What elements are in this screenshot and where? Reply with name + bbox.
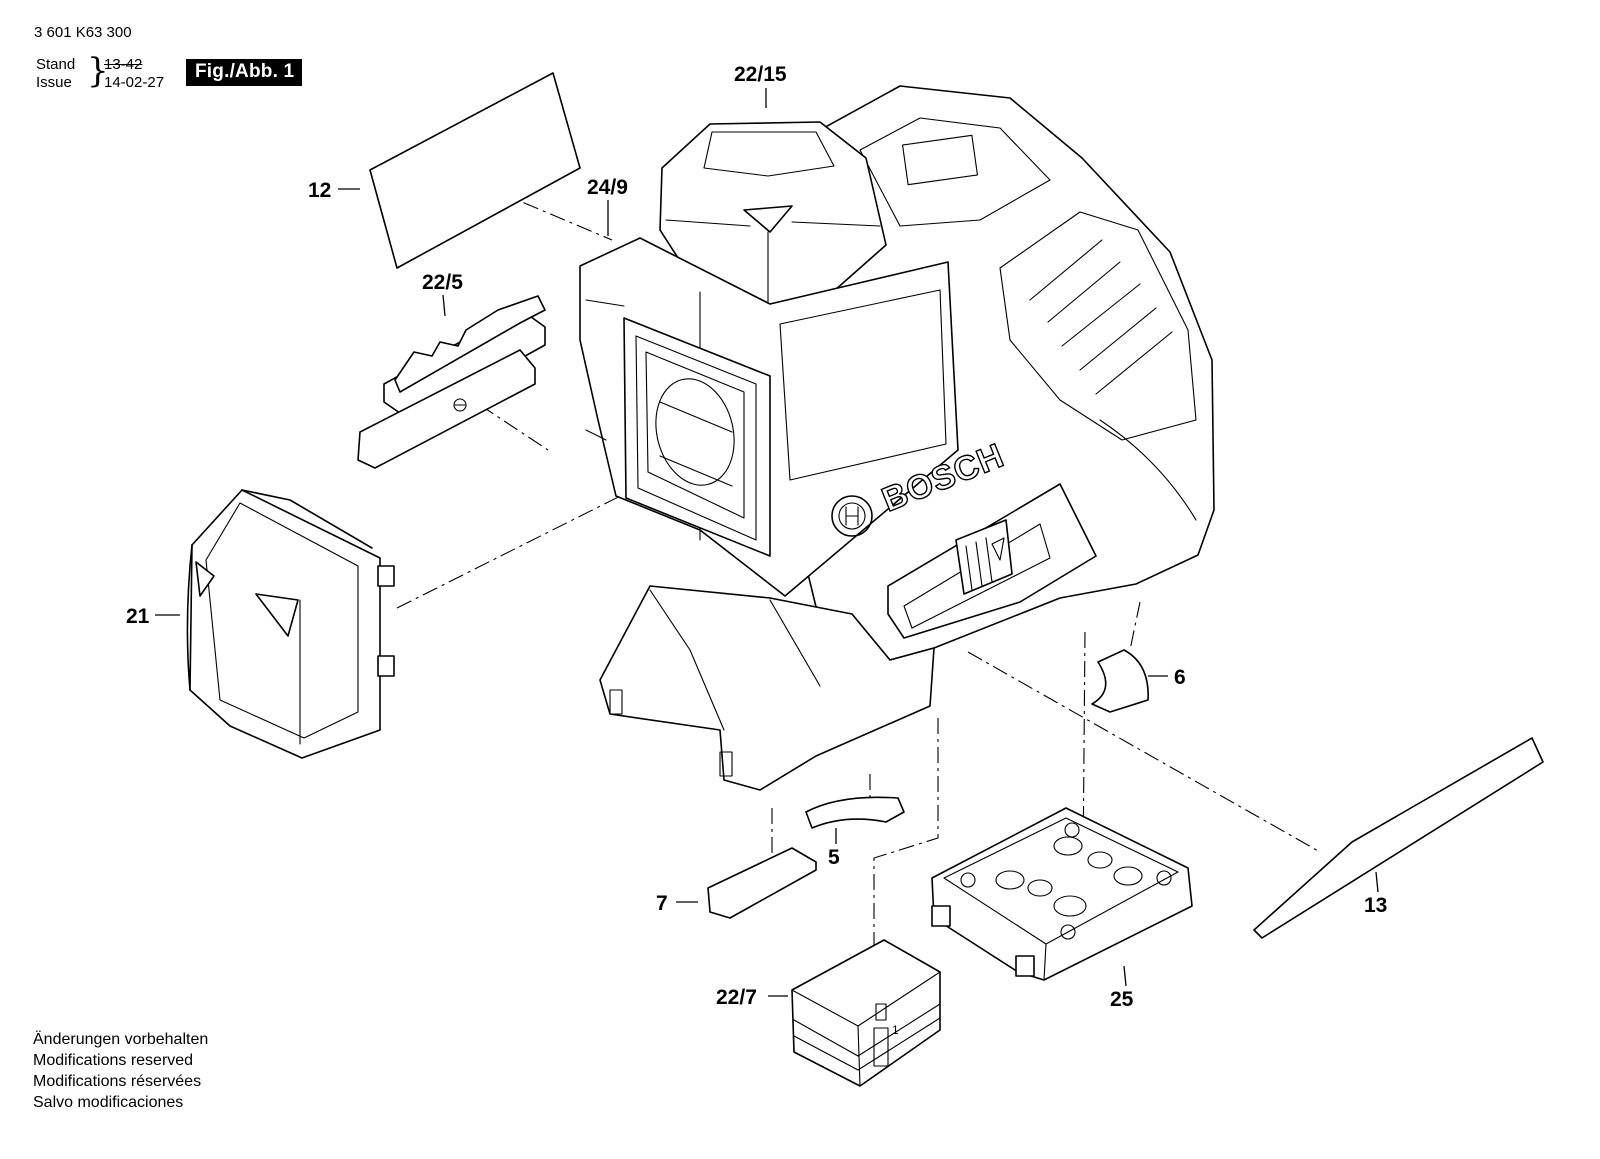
stand-issue-values: 13-42 14-02-27 — [104, 56, 194, 92]
callout-5: 5 — [828, 846, 840, 869]
stand-value: 13-42 — [104, 56, 143, 73]
callout-22-15: 22/15 — [734, 63, 787, 86]
part-5-curved-pad — [805, 796, 905, 829]
stand-label: Stand — [36, 56, 76, 73]
callout-leaders — [155, 88, 1379, 997]
part-6-curved-pad — [1091, 649, 1149, 713]
axis-25 — [1082, 631, 1086, 871]
part-21-lens-cover — [186, 489, 395, 759]
brace-glyph: } — [87, 51, 109, 91]
footer-notes: Änderungen vorbehalten Modifications res… — [33, 1029, 208, 1113]
axis-13 — [967, 651, 1321, 853]
callout-22-7: 22/7 — [716, 986, 757, 1009]
callout-12: 12 — [308, 179, 331, 202]
footer-note: Salvo modificaciones — [33, 1094, 184, 1111]
main-housing: BOSCH — [579, 85, 1215, 791]
part-12-label-plate — [369, 72, 581, 269]
figure-badge: Fig./Abb. 1 — [186, 59, 303, 86]
footer-note: Modifications reserved — [33, 1052, 194, 1069]
callout-7: 7 — [656, 892, 668, 915]
document-number: 3 601 K63 300 — [34, 24, 132, 41]
callout-labels: 22/15 24/9 12 22/5 21 6 13 5 7 22/7 25 — [126, 63, 1387, 1011]
brand-emblem-icon — [831, 495, 873, 537]
axis-22-5 — [479, 404, 549, 451]
callout-21: 21 — [126, 605, 150, 628]
callout-22-5: 22/5 — [422, 271, 463, 294]
part-13-wedge-strip — [1253, 737, 1544, 939]
callout-25: 25 — [1110, 988, 1134, 1011]
callout-24-9: 24/9 — [587, 176, 628, 199]
stand-issue-labels: Stand Issue — [36, 56, 88, 92]
callout-6: 6 — [1174, 666, 1186, 689]
issue-label: Issue — [36, 74, 72, 91]
part-22-7-battery-box — [791, 939, 941, 1087]
part-7-flat-pad — [707, 847, 817, 919]
part-25-base-plate — [931, 807, 1193, 981]
axis-6 — [1129, 601, 1141, 651]
axis-22-7 — [873, 718, 939, 968]
battery-mark-1: 1 — [892, 1023, 899, 1037]
callout-13: 13 — [1364, 894, 1387, 917]
part-22-5-clip — [357, 295, 546, 469]
axis-12 — [469, 179, 613, 241]
issue-value: 14-02-27 — [104, 74, 165, 91]
footer-note: Änderungen vorbehalten — [33, 1031, 209, 1048]
footer-note: Modifications réservées — [33, 1073, 202, 1090]
